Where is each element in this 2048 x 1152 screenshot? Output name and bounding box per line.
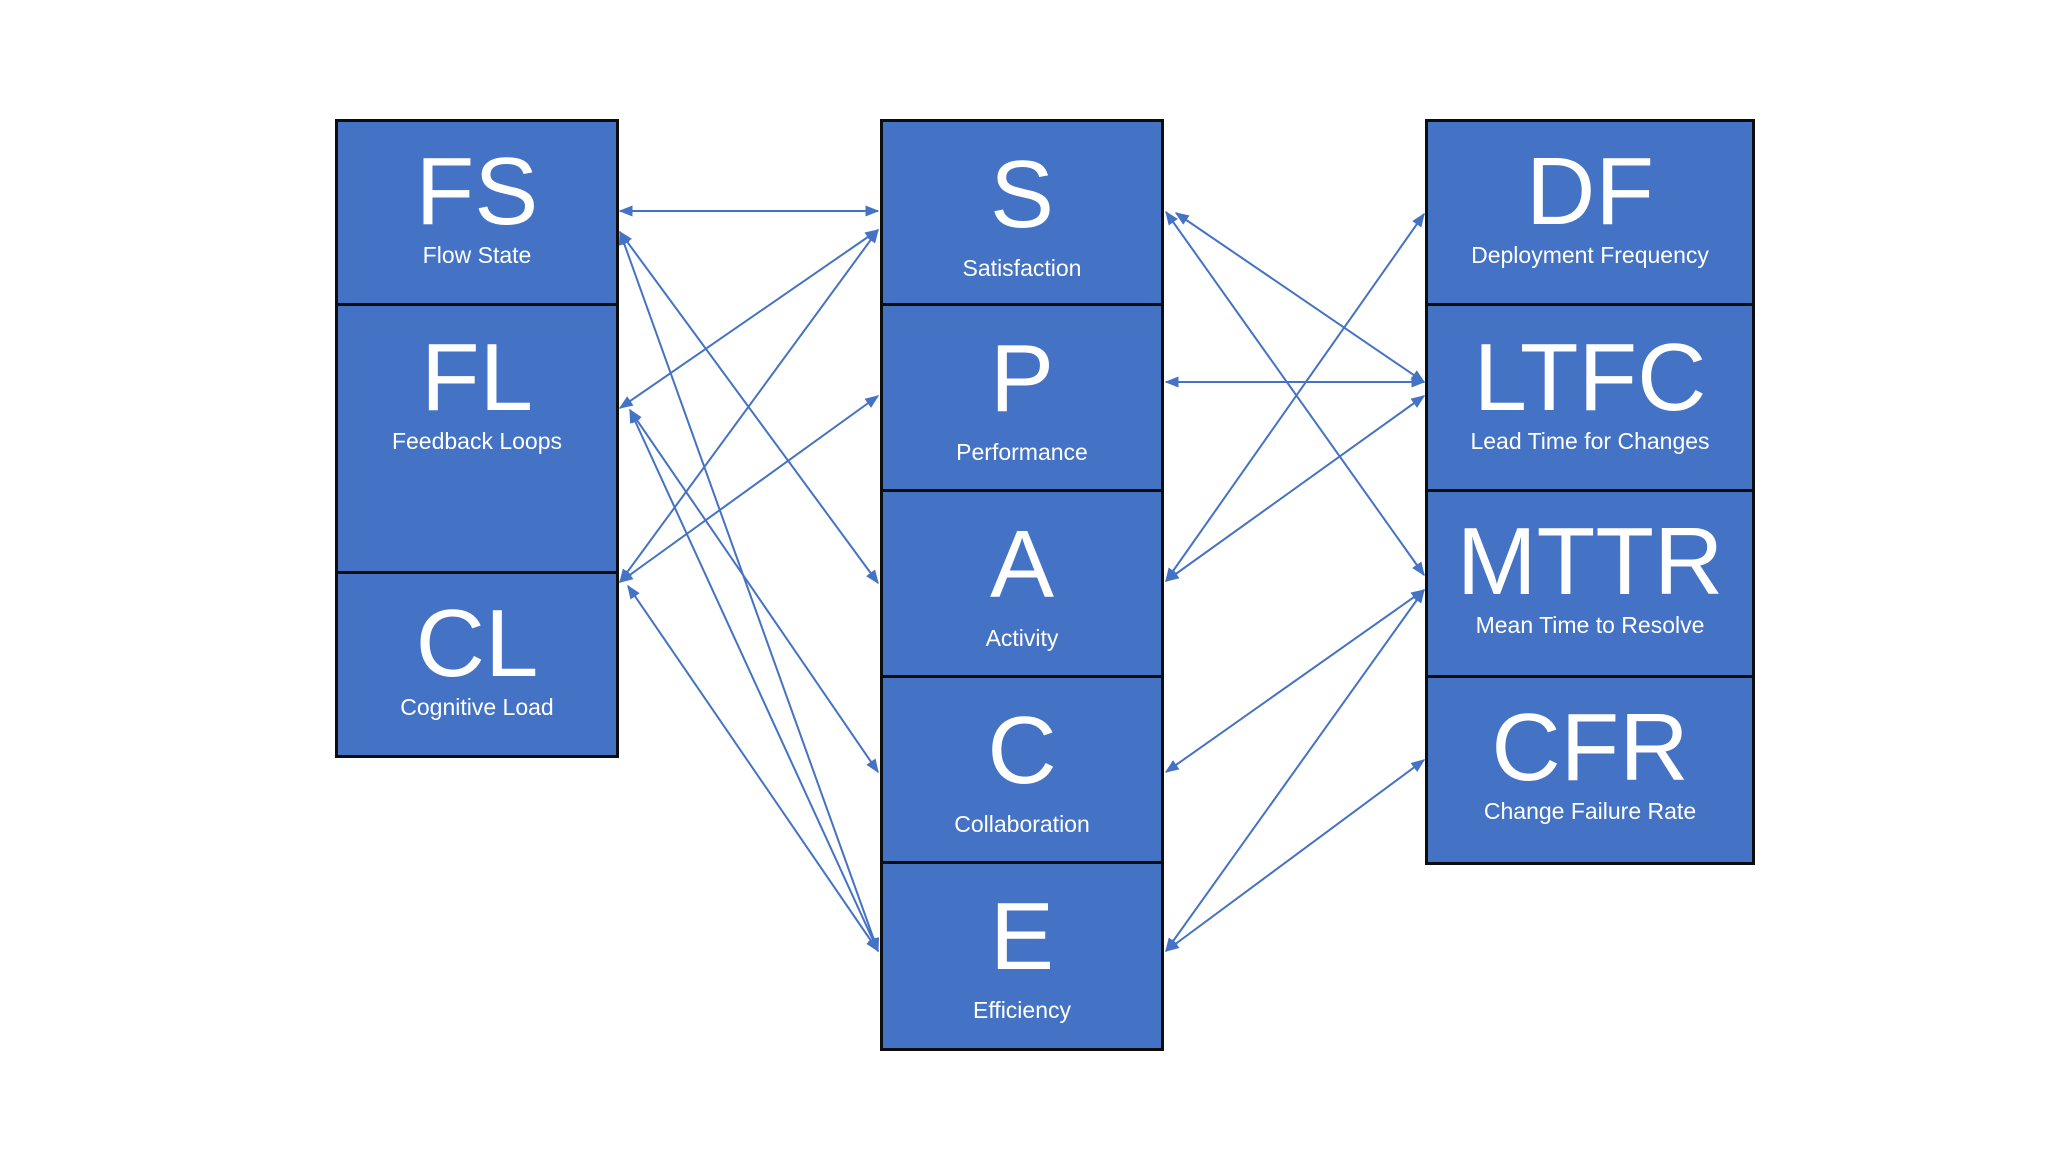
- box-p: P Performance: [880, 303, 1164, 492]
- box-abbr: DF: [1526, 138, 1654, 245]
- box-label: Collaboration: [954, 811, 1090, 837]
- arrow-s-mttr: [1165, 210, 1425, 577]
- arrow-fl-e: [629, 408, 879, 953]
- box-c: C Collaboration: [880, 675, 1164, 864]
- box-label: Activity: [985, 625, 1059, 651]
- box-abbr: FS: [415, 138, 539, 245]
- box-abbr: E: [989, 883, 1055, 990]
- arrow-c-mttr: [1164, 589, 1426, 773]
- box-ltfc: LTFC Lead Time for Changes: [1425, 303, 1755, 492]
- box-label: Efficiency: [972, 997, 1071, 1023]
- arrow-a-df: [1165, 212, 1425, 583]
- box-abbr: A: [989, 511, 1055, 618]
- box-abbr: S: [989, 141, 1055, 248]
- box-abbr: LTFC: [1473, 324, 1707, 431]
- box-label: Deployment Frequency: [1471, 242, 1709, 268]
- box-label: Mean Time to Resolve: [1475, 612, 1705, 638]
- arrow-a-ltfc: [1164, 395, 1426, 582]
- arrow-cl-p: [618, 395, 880, 583]
- box-label: Cognitive Load: [400, 694, 554, 720]
- arrow-fs-a: [619, 230, 879, 585]
- box-abbr: CL: [415, 590, 539, 697]
- box-abbr: CFR: [1491, 694, 1689, 801]
- arrow-fl-c: [629, 408, 879, 774]
- box-label: Satisfaction: [962, 255, 1082, 281]
- box-label: Change Failure Rate: [1483, 798, 1697, 824]
- arrow-cl-s: [619, 228, 879, 584]
- box-abbr: MTTR: [1456, 508, 1724, 615]
- arrow-fs-e: [618, 230, 880, 953]
- box-abbr: C: [987, 697, 1057, 804]
- arrow-e-cfr: [1164, 759, 1426, 952]
- arrow-fl-s: [618, 229, 880, 409]
- box-df: DF Deployment Frequency: [1425, 119, 1755, 306]
- box-s: S Satisfaction: [880, 119, 1164, 306]
- box-a: A Activity: [880, 489, 1164, 678]
- arrow-s-ltfc: [1174, 212, 1426, 383]
- box-fl: FL Feedback Loops: [335, 303, 619, 574]
- arrow-cl-e: [627, 584, 879, 953]
- arrow-e-mttr: [1165, 588, 1425, 953]
- box-cl: CL Cognitive Load: [335, 571, 619, 758]
- box-label: Feedback Loops: [391, 428, 563, 454]
- box-label: Performance: [956, 439, 1088, 465]
- box-mttr: MTTR Mean Time to Resolve: [1425, 489, 1755, 678]
- box-e: E Efficiency: [880, 861, 1164, 1051]
- box-abbr: FL: [420, 324, 534, 431]
- box-label: Lead Time for Changes: [1470, 428, 1710, 454]
- box-fs: FS Flow State: [335, 119, 619, 306]
- box-label: Flow State: [422, 242, 532, 268]
- box-abbr: P: [989, 325, 1055, 432]
- box-cfr: CFR Change Failure Rate: [1425, 675, 1755, 865]
